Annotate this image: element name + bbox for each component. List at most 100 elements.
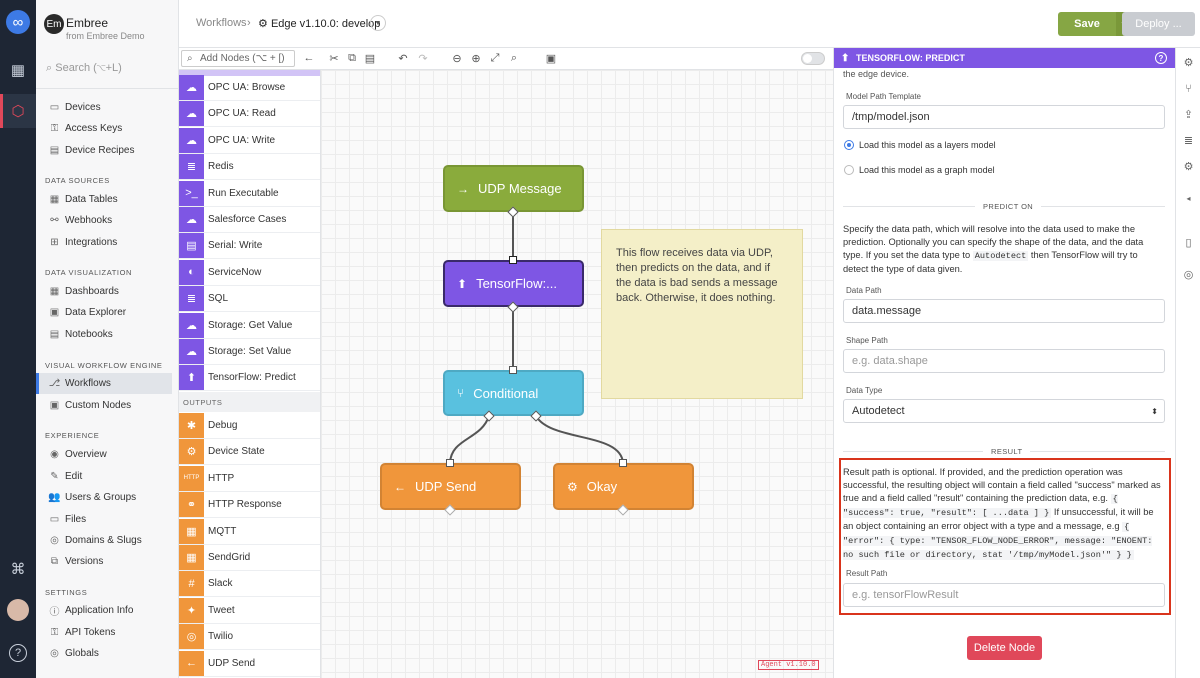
save-button[interactable]: Save (1058, 12, 1116, 36)
nav-item-notebooks[interactable]: ▤Notebooks (36, 324, 172, 345)
nav-item-users-groups[interactable]: 👥Users & Groups (36, 487, 172, 508)
settings-icon[interactable]: ⚙ (1183, 57, 1194, 69)
main-nav: Em Embree from Embree Demo ⌕ Search (⌥+L… (36, 0, 179, 678)
nav-item-overview[interactable]: ◉Overview (36, 444, 172, 465)
input-port[interactable] (619, 459, 627, 467)
nav-item-integrations[interactable]: ⊞Integrations (36, 232, 172, 253)
delete-node-button[interactable]: Delete Node (967, 636, 1042, 660)
palette-item[interactable]: ⚭HTTP Response (179, 492, 320, 519)
nav-item-data-explorer[interactable]: ▣Data Explorer (36, 302, 172, 323)
nav-search[interactable]: ⌕ Search (⌥+L) (46, 62, 122, 75)
radio-layers-model[interactable]: Load this model as a layers model (844, 140, 996, 150)
nav-item-workflows[interactable]: ⎇Workflows (36, 373, 172, 394)
nav-item-globals[interactable]: ◎Globals (36, 643, 172, 664)
palette-item[interactable]: ▤Serial: Write (179, 233, 320, 260)
radio-graph-model[interactable]: Load this model as a graph model (844, 165, 995, 175)
user-avatar[interactable] (7, 599, 29, 621)
node-udp-message[interactable]: →UDP Message (443, 165, 584, 212)
input-port[interactable] (446, 459, 454, 467)
help-icon[interactable]: ? (1155, 52, 1167, 64)
node-conditional[interactable]: ⑂Conditional (443, 370, 584, 416)
nav-item-versions[interactable]: ⧉Versions (36, 551, 172, 572)
palette-item[interactable]: ←UDP Send (179, 650, 320, 677)
node-tensorflow[interactable]: ⬆TensorFlow:... (443, 260, 584, 307)
nav-item-files[interactable]: ▭Files (36, 509, 172, 530)
deploy-button[interactable]: Deploy ... (1122, 12, 1195, 36)
add-nodes-input[interactable]: ⌕Add Nodes (⌥ + [) (181, 50, 295, 67)
shape-path-input[interactable]: e.g. data.shape (843, 349, 1165, 373)
nav-item-api-tokens[interactable]: ⚿API Tokens (36, 622, 172, 643)
palette-item[interactable]: ≣SQL (179, 286, 320, 313)
palette-item[interactable]: ☁Salesforce Cases (179, 207, 320, 233)
globe-icon[interactable]: ◎ (1183, 269, 1194, 281)
palette-item[interactable]: >_Run Executable (179, 180, 320, 207)
device-icon[interactable]: ▯ (1185, 237, 1192, 249)
branch-icon[interactable]: ⑂ (1185, 82, 1192, 95)
help-icon[interactable]: ? (9, 644, 27, 662)
copy-icon[interactable]: ⧉ (348, 51, 356, 64)
palette-item[interactable]: ☁OPC UA: Browse (179, 75, 320, 101)
palette-item[interactable]: ◎Twilio (179, 624, 320, 651)
palette-item[interactable]: ☁Storage: Get Value (179, 312, 320, 339)
nav-item-edit[interactable]: ✎Edit (36, 466, 172, 487)
gear-badge-icon[interactable]: ⚙ (1183, 161, 1194, 173)
nav-item-dashboards[interactable]: ▦Dashboards (36, 281, 172, 302)
network-icon[interactable]: ⌘ (10, 561, 26, 578)
zoom-out-icon[interactable]: ⊖ (452, 52, 462, 65)
nav-item-webhooks[interactable]: ⚯Webhooks (36, 210, 172, 231)
palette-item-label: Device State (208, 446, 265, 458)
redo-icon[interactable]: ↷ (418, 52, 428, 65)
nav-item-access-keys[interactable]: ⚿Access Keys (36, 118, 172, 139)
fit-screen-icon[interactable]: ⤢ (490, 51, 500, 64)
nav-item-domains-slugs[interactable]: ◎Domains & Slugs (36, 530, 172, 551)
palette-item[interactable]: ≣Redis (179, 154, 320, 181)
cut-icon[interactable]: ✂ (329, 52, 339, 65)
org-name[interactable]: Embree (66, 16, 109, 30)
breadcrumb-workflows[interactable]: Workflows (196, 17, 247, 29)
palette-item[interactable]: ⚙Device State (179, 439, 320, 466)
nav-item-custom-nodes[interactable]: ▣Custom Nodes (36, 395, 172, 416)
collapse-icon[interactable]: ◂ (1186, 194, 1191, 203)
logo-icon[interactable]: ∞ (6, 10, 30, 34)
workflow-canvas[interactable]: →UDP Message ⬆TensorFlow:... ⑂Conditiona… (321, 70, 833, 678)
palette-item[interactable]: ▦SendGrid (179, 545, 320, 571)
zoom-reset-icon[interactable]: ⌕ (510, 51, 518, 64)
palette-item[interactable]: ☁Storage: Set Value (179, 339, 320, 365)
palette-item[interactable]: ☁OPC UA: Read (179, 101, 320, 128)
upload-icon[interactable]: ⇪ (1183, 109, 1194, 121)
node-okay[interactable]: ⚙Okay (553, 463, 694, 510)
result-path-input[interactable]: e.g. tensorFlowResult (843, 583, 1165, 607)
palette-item[interactable]: ◐ServiceNow (179, 259, 320, 286)
paste-icon[interactable]: ▤ (364, 52, 376, 65)
palette-item[interactable]: #Slack (179, 571, 320, 598)
cube-icon[interactable]: ⬡ (11, 103, 25, 120)
data-path-input[interactable]: data.message (843, 299, 1165, 323)
chevron-down-icon[interactable]: ▼ (370, 15, 386, 31)
palette-item[interactable]: ✱Debug (179, 413, 320, 439)
palette-item[interactable]: ▦MQTT (179, 518, 320, 545)
undo-icon[interactable]: ↶ (398, 52, 408, 65)
nav-item-devices[interactable]: ▭Devices (36, 97, 172, 118)
palette-item[interactable]: ⬆TensorFlow: Predict (179, 365, 320, 392)
data-type-select[interactable]: Autodetect⬍ (843, 399, 1165, 423)
nav-item-data-tables[interactable]: ▦Data Tables (36, 189, 172, 210)
palette-item-label: Storage: Get Value (208, 319, 293, 331)
input-port[interactable] (509, 256, 517, 264)
sticky-note[interactable]: This flow receives data via UDP, then pr… (601, 229, 803, 399)
toggle-switch[interactable] (801, 52, 825, 65)
palette-item[interactable]: ✦Tweet (179, 597, 320, 624)
zoom-in-icon[interactable]: ⊕ (471, 52, 481, 65)
org-avatar[interactable]: Em (44, 14, 64, 34)
nav-item-device-recipes[interactable]: ▤Device Recipes (36, 140, 172, 161)
arrow-left-icon[interactable]: ← (303, 52, 315, 64)
model-path-input[interactable]: /tmp/model.json (843, 105, 1165, 129)
palette-item[interactable]: ☁OPC UA: Write (179, 127, 320, 154)
dashboard-icon[interactable]: ▦ (10, 62, 26, 79)
comment-add-icon[interactable]: ▣ (545, 52, 557, 65)
input-port[interactable] (509, 366, 517, 374)
breadcrumb-current[interactable]: ⚙ Edge v1.10.0: develop (258, 17, 380, 30)
node-udp-send[interactable]: ←UDP Send (380, 463, 521, 510)
database-icon[interactable]: ≣ (1183, 135, 1194, 147)
